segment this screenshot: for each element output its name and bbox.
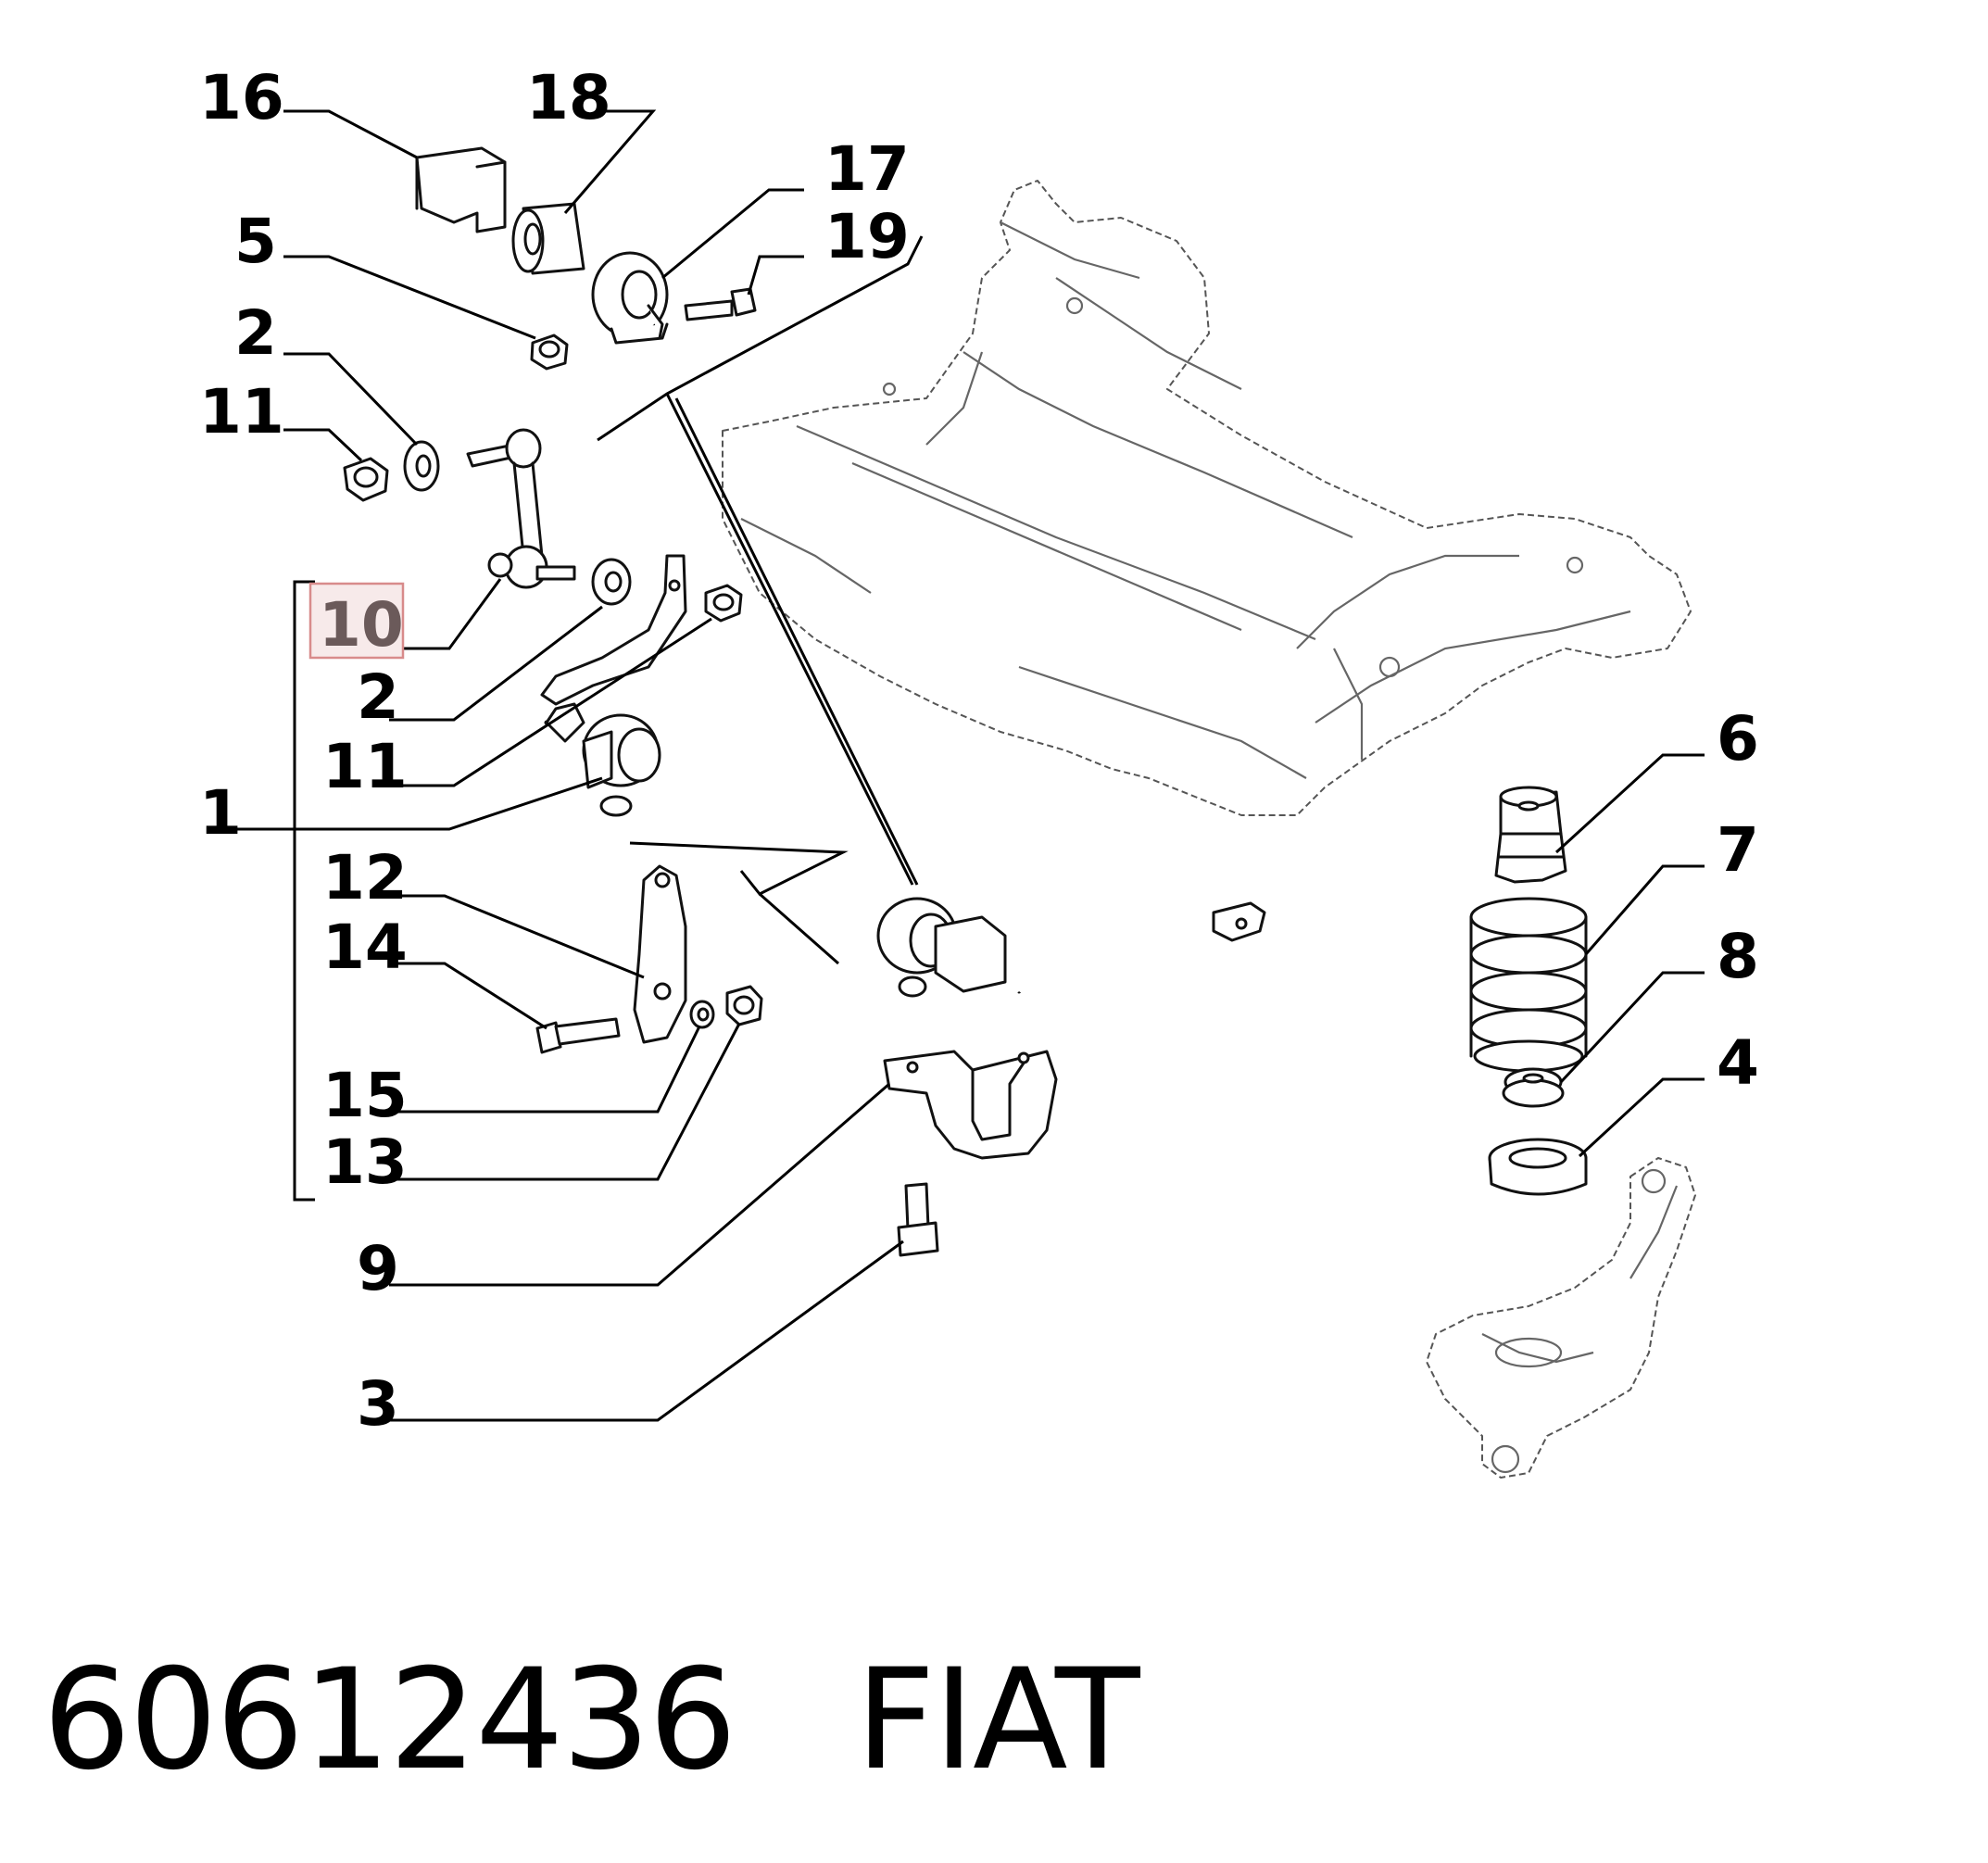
label-12: 12	[322, 842, 408, 913]
part-11-nut-upper	[343, 457, 389, 502]
label-5: 5	[234, 206, 277, 277]
part-6-bump-stop	[1494, 786, 1567, 884]
label-10-highlight-box	[308, 582, 405, 660]
label-2-upper: 2	[234, 297, 277, 369]
bracket-plate	[540, 554, 687, 706]
part-7-coil-spring	[1469, 897, 1588, 1073]
part-8-spring-seat	[1502, 1067, 1565, 1108]
label-6: 6	[1717, 703, 1759, 774]
bar-bushing-left	[582, 713, 661, 817]
part-2-washer-upper	[403, 440, 440, 492]
label-19: 19	[824, 201, 910, 272]
part-2-washer-lower	[591, 558, 632, 606]
label-17: 17	[824, 133, 910, 205]
part-17-bush	[591, 251, 669, 345]
part-3-bolt	[897, 1182, 939, 1257]
label-2-lower: 2	[357, 661, 399, 733]
label-9: 9	[357, 1233, 399, 1304]
assembly-bracket	[293, 580, 315, 1202]
label-11-lower: 11	[322, 731, 408, 802]
part-15-washer	[689, 1000, 715, 1029]
brand-name: FIAT	[855, 1640, 1139, 1801]
footer-caption: 60612436 FIAT	[43, 1640, 1140, 1801]
label-3: 3	[357, 1368, 399, 1440]
part-13-nut	[725, 985, 763, 1026]
part-number: 60612436	[43, 1640, 736, 1801]
part-10-link-rod	[466, 428, 576, 589]
label-7: 7	[1717, 814, 1759, 886]
leader-lines	[236, 109, 1705, 1422]
lower-control-arm	[1426, 1157, 1696, 1479]
label-4: 4	[1717, 1027, 1759, 1099]
label-1: 1	[199, 777, 242, 849]
part-9-bracket	[883, 1050, 1058, 1160]
label-18: 18	[526, 62, 611, 133]
label-8: 8	[1717, 921, 1759, 992]
callout-labels: 16 18 17 19 5 2 11 10 2 11 1 12 14 15 13…	[199, 62, 1759, 1440]
part-4-insulator	[1488, 1138, 1588, 1196]
part-5-nut	[530, 334, 569, 371]
part-19-bolt	[684, 287, 757, 321]
label-11-upper: 11	[199, 376, 284, 447]
label-13: 13	[322, 1127, 408, 1198]
part-14-bolt	[535, 1017, 621, 1054]
subframe	[722, 180, 1692, 816]
part-11-nut-lower	[704, 584, 743, 623]
label-10: 10	[319, 589, 404, 661]
part-18-bush	[511, 202, 585, 275]
part-16-clamp	[415, 146, 507, 233]
label-15: 15	[322, 1060, 408, 1131]
bar-bushing-right	[876, 897, 1007, 998]
label-16: 16	[199, 62, 284, 133]
part-12-lever	[633, 864, 687, 1044]
label-14: 14	[322, 912, 408, 983]
